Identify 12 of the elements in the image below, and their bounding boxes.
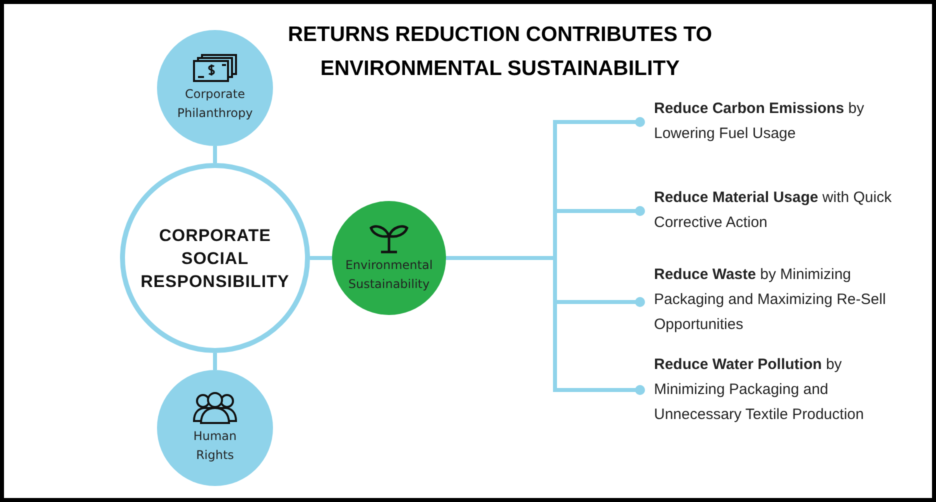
bullet-text: Reduce Carbon Emissions by Lowering Fuel Usage <box>654 99 866 144</box>
bullet-text: Reduce Waste by Minimizing Packaging and Maximizing Re-Sell Opportunities <box>654 265 887 335</box>
connector-line <box>213 353 217 370</box>
node-label: Environmental Sustainability <box>344 257 434 293</box>
connector-line <box>310 256 332 260</box>
node-label: Human Rights <box>192 428 238 464</box>
node-label: CORPORATE SOCIAL RESPONSIBILITY <box>140 224 290 292</box>
diagram-title: RETURNS REDUCTION CONTRIBUTES TO ENVIRONMENTAL SUSTAINABILITY <box>286 22 714 82</box>
node-label: Corporate Philanthropy <box>176 86 254 122</box>
bullet-text: Reduce Water Pollution by Minimizing Packaging and Unnecessary Textile Production <box>654 355 865 425</box>
bullet-text: Reduce Material Usage with Quick Corrective Action <box>654 188 893 233</box>
connector-line <box>213 146 217 163</box>
